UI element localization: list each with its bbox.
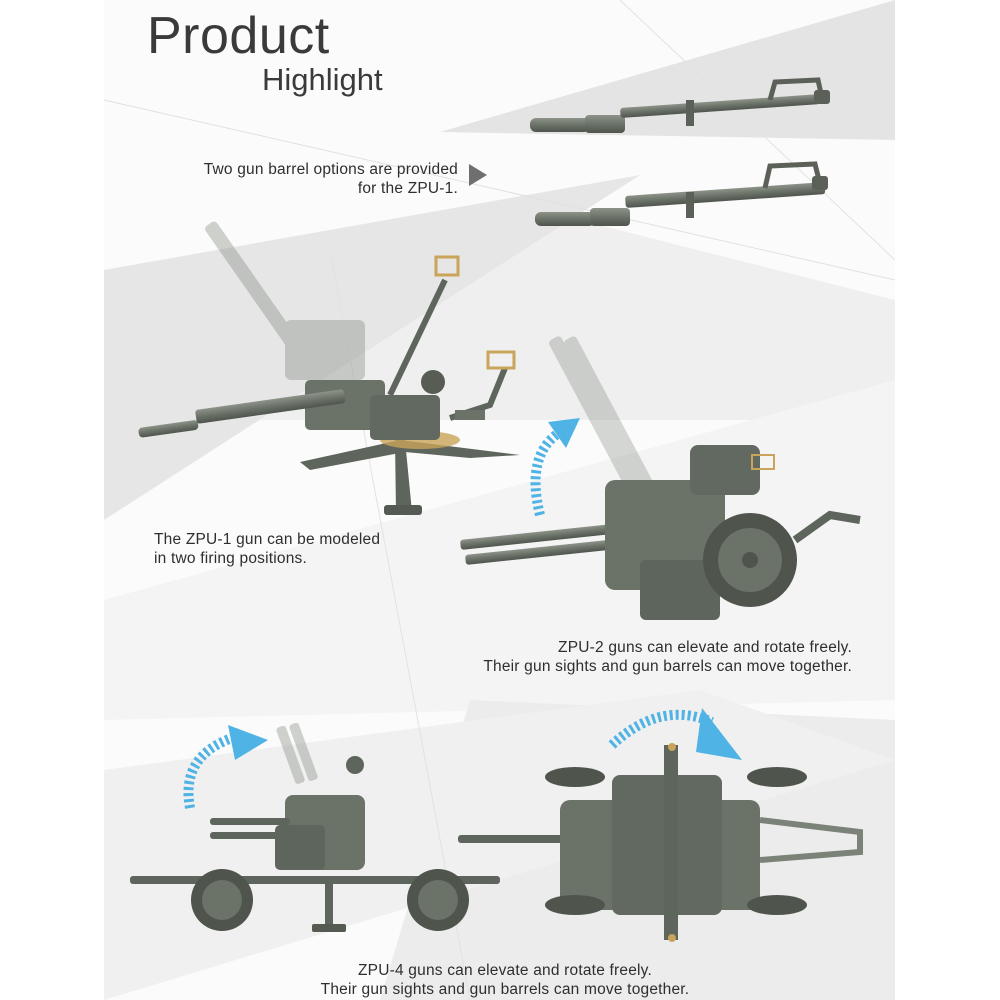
- zpu4-caption: ZPU-4 guns can elevate and rotate freely…: [280, 961, 730, 999]
- zpu4-caption-line-2: Their gun sights and gun barrels can mov…: [320, 981, 690, 998]
- zpu2-caption: ZPU-2 guns can elevate and rotate freely…: [420, 638, 852, 676]
- zpu1-caption: The ZPU-1 gun can be modeled in two firi…: [154, 530, 454, 568]
- zpu4-top-model: [458, 743, 863, 942]
- barrel-caption-line-2: for the ZPU-1.: [357, 180, 458, 197]
- barrel-caption: Two gun barrel options are provided for …: [140, 160, 458, 198]
- rotation-arrow-zpu2: [530, 418, 580, 517]
- zpu1-model: [138, 221, 520, 515]
- background-panels: [103, 0, 896, 1000]
- barrel-option-2: [535, 161, 828, 226]
- zpu1-caption-line-2: in two firing positions.: [154, 550, 307, 567]
- page-title: Product: [147, 7, 330, 65]
- zpu2-caption-line-2: Their gun sights and gun barrels can mov…: [483, 658, 852, 675]
- zpu4-side-model: [130, 722, 500, 932]
- page-subtitle: Highlight: [262, 62, 383, 97]
- rotation-arrow-zpu4-top: [608, 708, 742, 760]
- right-triangle-icon: [469, 164, 487, 186]
- zpu1-caption-line-1: The ZPU-1 gun can be modeled: [154, 531, 381, 548]
- zpu2-caption-line-1: ZPU-2 guns can elevate and rotate freely…: [558, 639, 852, 656]
- rotation-arrow-zpu4-side: [183, 725, 268, 809]
- barrel-option-1: [530, 77, 830, 133]
- zpu2-model: [460, 336, 861, 620]
- zpu4-caption-line-1: ZPU-4 guns can elevate and rotate freely…: [358, 962, 652, 979]
- barrel-caption-line-1: Two gun barrel options are provided: [203, 161, 458, 178]
